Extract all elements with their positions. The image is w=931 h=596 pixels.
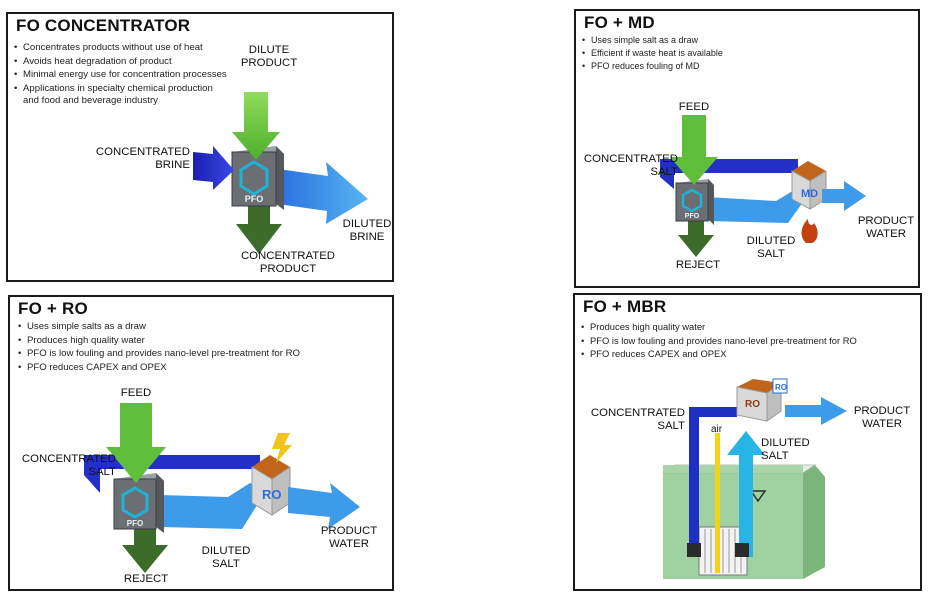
panel-title: FO CONCENTRATOR xyxy=(16,16,191,35)
fo-ro-panel: FO + RO Uses simple salts as a draw Prod… xyxy=(8,295,394,591)
diluted-brine-arrow xyxy=(278,162,368,224)
air-line xyxy=(715,433,720,573)
ro-diagram: RO PFO xyxy=(84,403,360,573)
bullet-list: Concentrates products without use of hea… xyxy=(14,42,229,109)
md-diagram: MD PFO xyxy=(660,115,866,257)
diluted-salt-flow xyxy=(706,189,808,223)
panel-title: FO + MBR xyxy=(583,297,667,316)
fo-mbr-panel: FO + MBR Produces high quality water PFO… xyxy=(573,293,922,591)
pfo-module-icon: PFO xyxy=(113,473,164,533)
bullet-item: PFO reduces CAPEX and OPEX xyxy=(18,362,378,374)
svg-text:RO: RO xyxy=(262,487,282,502)
feed-arrow xyxy=(106,403,166,483)
bullet-list: Uses simple salts as a draw Produces hig… xyxy=(18,321,378,376)
ro-unit-icon: RO RO xyxy=(736,378,788,422)
bullet-list: Uses simple salt as a draw Efficient if … xyxy=(582,35,812,74)
bullet-item: Uses simple salt as a draw xyxy=(582,35,812,47)
concentrator-diagram: PFO xyxy=(193,92,368,254)
product-water-arrow xyxy=(822,181,866,211)
feed-label: FEED xyxy=(120,387,152,399)
lightning-bolt-icon xyxy=(272,433,292,463)
bullet-item: Concentrates products without use of hea… xyxy=(14,42,229,54)
svg-text:MD: MD xyxy=(801,188,818,200)
product-water-arrow xyxy=(288,483,360,529)
product-water-arrow xyxy=(785,397,847,425)
concentrated-salt-flow xyxy=(689,407,737,555)
md-unit-icon: MD xyxy=(791,161,827,210)
concentrated-product-arrow xyxy=(236,204,282,254)
mbr-diagram: RO RO xyxy=(661,378,847,579)
pfo-module-icon: PFO xyxy=(675,179,714,225)
reject-label: REJECT xyxy=(675,259,721,271)
reject-arrow xyxy=(122,525,168,573)
feed-label: FEED xyxy=(678,101,710,113)
bullet-item: Applications in specialty chemical produ… xyxy=(14,83,229,107)
svg-text:PFO: PFO xyxy=(245,194,264,204)
bullet-item: PFO is low fouling and provides nano-lev… xyxy=(18,348,378,360)
air-label: air xyxy=(711,424,723,435)
panel-title: FO + MD xyxy=(584,13,655,32)
flame-icon xyxy=(801,219,818,243)
ro-unit-icon: RO xyxy=(251,455,291,516)
svg-text:PFO: PFO xyxy=(685,213,700,220)
svg-text:RO: RO xyxy=(775,383,787,392)
panel-title: FO + RO xyxy=(18,299,88,318)
bullet-item: Minimal energy use for concentration pro… xyxy=(14,69,229,81)
bullet-item: Produces high quality water xyxy=(581,321,871,333)
diluted-salt-flow xyxy=(160,483,266,529)
bullet-item: Efficient if waste heat is available xyxy=(582,48,812,60)
svg-text:PFO: PFO xyxy=(127,519,143,528)
bullet-item: Avoids heat degradation of product xyxy=(14,56,229,68)
feed-arrow xyxy=(670,115,718,185)
dilute-product-arrow xyxy=(232,92,280,160)
diluted-salt-arrow xyxy=(727,431,765,557)
concentrated-brine-arrow xyxy=(193,146,234,190)
bullet-item: PFO reduces CAPEX and OPEX xyxy=(581,348,871,360)
fo-concentrator-panel: FO CONCENTRATOR Concentrates products wi… xyxy=(6,12,394,282)
fo-md-panel: FO + MD Uses simple salt as a draw Effic… xyxy=(574,9,920,288)
bullet-item: Uses simple salts as a draw xyxy=(18,321,378,333)
bullet-item: Produces high quality water xyxy=(18,335,378,347)
bullet-item: PFO reduces fouling of MD xyxy=(582,61,812,73)
reject-label: REJECT xyxy=(123,573,169,585)
svg-text:RO: RO xyxy=(745,399,760,410)
bullet-list: Produces high quality water PFO is low f… xyxy=(581,321,871,362)
bullet-item: PFO is low fouling and provides nano-lev… xyxy=(581,335,871,347)
reject-arrow xyxy=(678,217,714,257)
